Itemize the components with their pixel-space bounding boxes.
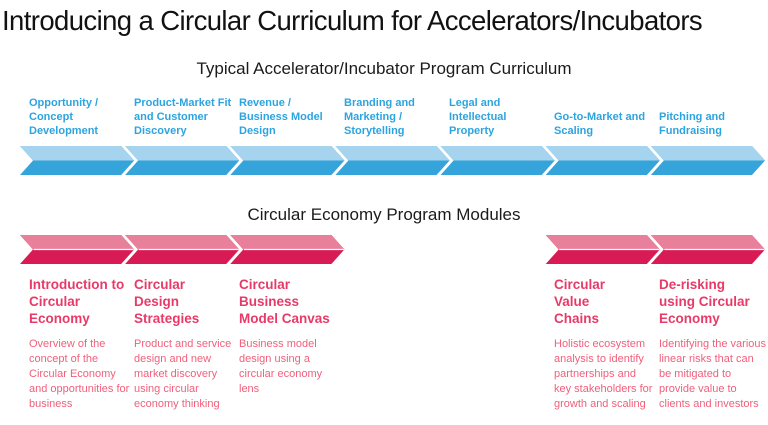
circular-modules-chevron-band bbox=[20, 235, 765, 264]
curriculum-module-label-6: Go-to-Market and Scaling bbox=[554, 111, 646, 137]
module-title: Circular Value Chains bbox=[554, 277, 606, 326]
module-title: Introduction to Circular Economy bbox=[29, 277, 125, 326]
circular-module-circular-business-model-canvas: Circular Business Model Canvas Business … bbox=[239, 276, 349, 397]
section-heading-circular-modules: Circular Economy Program Modules bbox=[247, 205, 521, 224]
circular-module-de-risking: De-risking using Circular Economy Identi… bbox=[659, 276, 768, 412]
module-title: Circular Business Model Canvas bbox=[239, 277, 330, 326]
curriculum-module-label-4: Branding and Marketing / Storytelling bbox=[344, 97, 415, 137]
circular-module-circular-design-strategies: Circular Design Strategies Product and s… bbox=[134, 276, 244, 412]
circular-module-circular-value-chains: Circular Value Chains Holistic ecosystem… bbox=[554, 276, 664, 412]
section-heading-typical-curriculum: Typical Accelerator/Incubator Program Cu… bbox=[196, 59, 572, 78]
circular-module-intro-circular-economy: Introduction to Circular Economy Overvie… bbox=[29, 276, 139, 412]
module-title: De-risking using Circular Economy bbox=[659, 277, 750, 326]
slide-title: Introducing a Circular Curriculum for Ac… bbox=[2, 5, 703, 36]
curriculum-module-label-5: Legal and Intellectual Property bbox=[449, 97, 507, 137]
module-title: Circular Design Strategies bbox=[134, 277, 200, 326]
module-description: Holistic ecosystem analysis to identify … bbox=[554, 338, 653, 410]
module-description: Overview of the concept of the Circular … bbox=[29, 338, 130, 410]
typical-curriculum-chevron-band bbox=[20, 146, 765, 175]
curriculum-module-label-7: Pitching and Fundraising bbox=[659, 111, 725, 137]
curriculum-module-label-3: Revenue / Business Model Design bbox=[239, 97, 323, 137]
curriculum-module-label-1: Opportunity / Concept Development bbox=[29, 97, 99, 137]
curriculum-module-label-2: Product-Market Fit and Customer Discover… bbox=[134, 97, 232, 137]
module-description: Identifying the various linear risks tha… bbox=[659, 338, 767, 410]
module-description: Product and service design and new marke… bbox=[134, 338, 232, 410]
module-description: Business model design using a circular e… bbox=[239, 338, 323, 395]
